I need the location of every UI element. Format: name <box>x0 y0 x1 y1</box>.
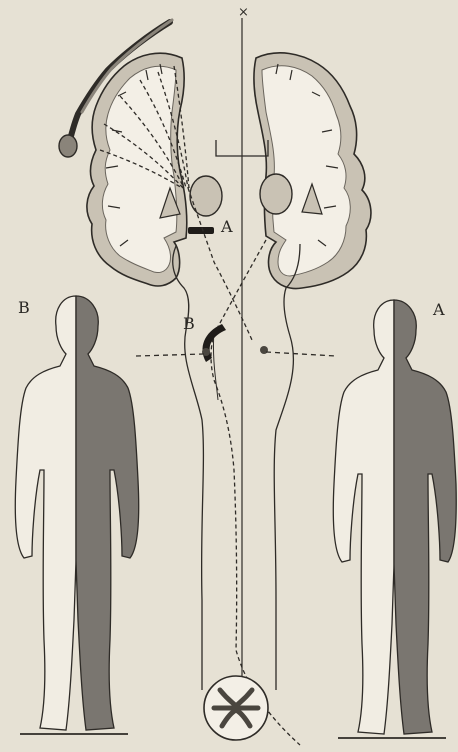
figure-right <box>333 300 456 738</box>
nucleus-left <box>190 176 222 216</box>
nucleus-right <box>260 174 292 214</box>
figure-left-paralyzed <box>76 296 139 730</box>
left-hemisphere <box>87 53 187 286</box>
nucleus-mark-right <box>260 346 268 354</box>
lesion-b-label: B <box>183 316 195 332</box>
figure-right-label: A <box>433 302 445 318</box>
spinal-cross-section <box>204 676 268 740</box>
figure-left-label: B <box>18 300 30 316</box>
figure-right-unaffected <box>333 300 394 734</box>
nucleus-mark-left <box>202 348 210 356</box>
lesion-a-label: A <box>221 219 233 235</box>
midline-mark-label: × <box>238 6 249 19</box>
right-hemisphere <box>254 53 371 289</box>
nerve-line-left <box>136 354 204 356</box>
figure-right-paralyzed <box>394 300 456 734</box>
figure-left <box>15 296 138 734</box>
lesion-a-mark <box>188 227 214 234</box>
nerve-line-right <box>266 352 336 356</box>
figure-left-unaffected <box>15 296 76 730</box>
